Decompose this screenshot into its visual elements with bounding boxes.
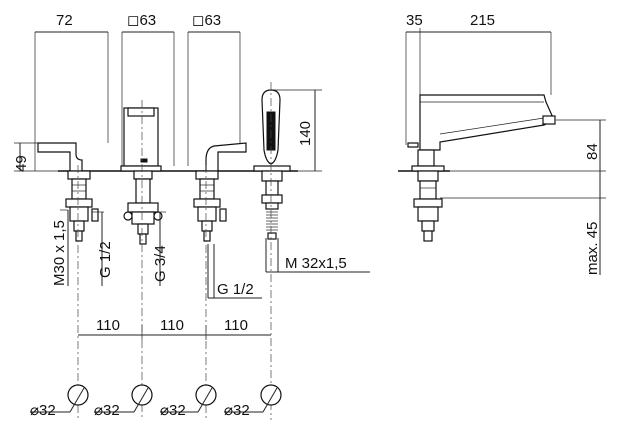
right-valve xyxy=(193,142,247,242)
dim-g12-right: G 1/2 xyxy=(217,281,254,298)
dim-g12-left: G 1/2 xyxy=(97,241,114,278)
top-dimensions: 72 ◻63 ◻63 xyxy=(34,12,241,171)
dim-diameter-32-d: ⌀32 xyxy=(224,402,250,419)
hand-shower xyxy=(253,89,291,240)
center-spout xyxy=(120,107,163,245)
dim-height-49: 49 xyxy=(13,155,30,172)
center-lines xyxy=(77,82,272,420)
dim-max-45: max. 45 xyxy=(584,222,601,275)
dim-m32: M 32x1,5 xyxy=(285,255,347,272)
dim-spacing-110-b: 110 xyxy=(160,317,184,334)
dim-square-63-center: ◻63 xyxy=(127,12,156,29)
dim-height-84: 84 xyxy=(584,143,601,160)
thread-dims: M30 x 1,5 G 1/2 G 3/4 G 1/2 M 32x1,5 xyxy=(51,209,370,299)
dim-diameter-32-b: ⌀32 xyxy=(94,402,120,419)
spacing-dims: 110 110 110 xyxy=(78,317,271,340)
dim-width-72: 72 xyxy=(56,12,73,29)
dim-width-215: 215 xyxy=(470,12,495,29)
left-valve xyxy=(37,142,99,242)
dim-diameter-32-a: ⌀32 xyxy=(30,402,56,419)
dim-140: 140 xyxy=(270,89,322,172)
side-spout xyxy=(419,94,555,151)
side-view: 35 215 84 max. 45 xyxy=(398,12,606,275)
dim-height-140: 140 xyxy=(297,121,314,146)
front-view: 72 ◻63 ◻63 49 140 xyxy=(13,12,370,420)
dim-g34: G 3/4 xyxy=(152,245,169,282)
dim-square-63-right: ◻63 xyxy=(192,12,221,29)
dim-m30: M30 x 1,5 xyxy=(51,220,68,286)
dim-diameter-32-c: ⌀32 xyxy=(160,402,186,419)
hole-circles: ⌀32 ⌀32 ⌀32 ⌀32 xyxy=(30,384,282,419)
dim-spacing-110-c: 110 xyxy=(224,317,248,334)
dim-spacing-110-a: 110 xyxy=(96,317,120,334)
dim-width-35: 35 xyxy=(406,12,423,29)
